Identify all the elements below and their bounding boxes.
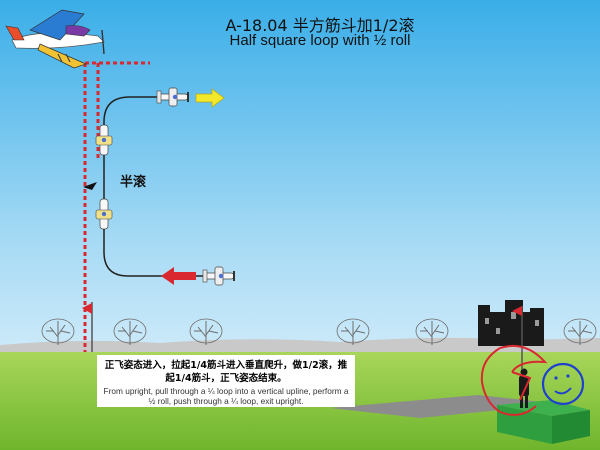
judge-figure-icon [519, 368, 529, 408]
runway [330, 395, 560, 418]
page-title: A-18.04 半方筋斗加1/2滚 [225, 16, 415, 35]
description-box: 正飞姿态进入，拉起1/4筋斗进入垂直爬升，做1/2滚，推起1/4筋斗，正飞姿态结… [97, 355, 355, 407]
entry-arrow [161, 267, 196, 285]
description-cn: 正飞姿态进入，拉起1/4筋斗进入垂直爬升，做1/2滚，推起1/4筋斗，正飞姿态结… [104, 360, 348, 384]
right-flag-icon [512, 306, 523, 370]
exit-arrow [195, 88, 225, 108]
page-subtitle: Half square loop with ½ roll [229, 32, 411, 49]
half-roll-label: 半滚 [120, 175, 147, 190]
flight-path [103, 96, 213, 277]
description-en: From upright, pull through a ¼ loop into… [103, 386, 349, 406]
flag-icon [82, 302, 93, 352]
smiley-icon [541, 362, 585, 406]
judge-sightline [480, 344, 548, 416]
half-roll-marker [83, 182, 97, 190]
box-line [83, 61, 150, 352]
aircraft-illustration [5, 9, 105, 69]
